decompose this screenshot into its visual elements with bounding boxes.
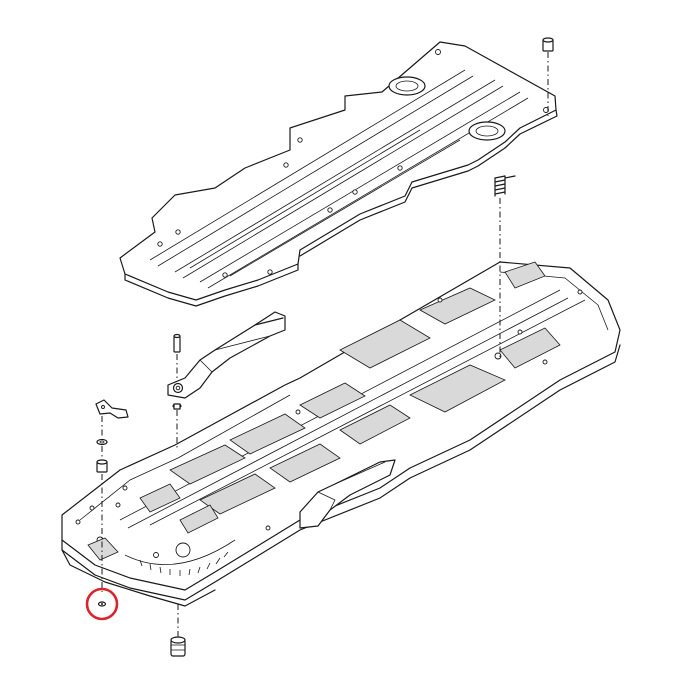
angle-scale-ticks xyxy=(139,551,229,576)
fence-arm xyxy=(167,311,286,399)
bottom-foot-screw xyxy=(170,636,186,657)
fence-pin-washer xyxy=(172,403,182,410)
top-rail-plate xyxy=(119,41,558,307)
callout-circle xyxy=(85,587,119,621)
spring xyxy=(494,175,516,197)
bottom-foot-washer xyxy=(97,601,107,607)
base-plate xyxy=(61,261,621,607)
lever-washer xyxy=(96,438,108,446)
top-pin xyxy=(542,37,554,52)
fence-pin xyxy=(173,333,181,353)
fence-clamp-lower xyxy=(299,459,396,529)
lock-lever xyxy=(95,399,129,419)
lever-nut xyxy=(96,459,108,473)
